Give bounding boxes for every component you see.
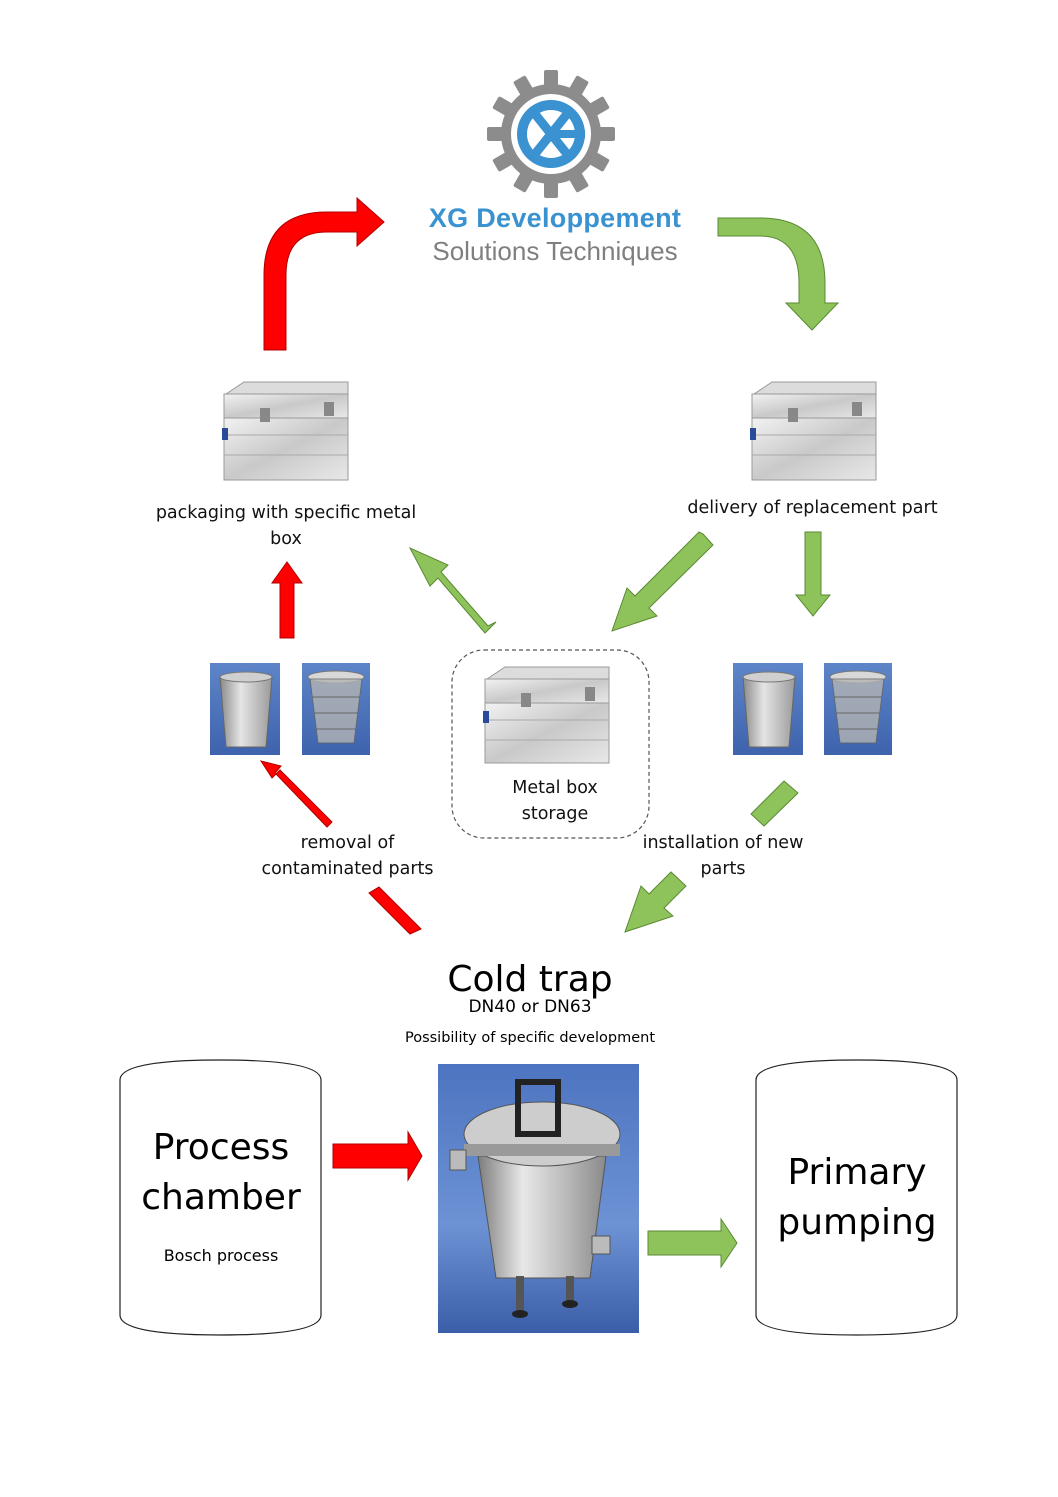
red-arrow-removal-tail	[368, 886, 422, 935]
label-packaging: packaging with specific metal box	[155, 503, 417, 549]
cold-trap-title: Cold trap	[447, 959, 613, 1000]
green-arrow-install-tail	[750, 780, 799, 827]
red-up-arrow	[271, 561, 303, 639]
green-down-arrow	[794, 531, 832, 617]
storage-dashed-box	[451, 649, 650, 839]
primary-pumping-cylinder	[755, 1059, 958, 1336]
metal-box-image	[750, 381, 877, 481]
brand-name: XG Developpement	[428, 203, 682, 233]
cold-trap-basket-image	[302, 663, 370, 755]
process-chamber-cylinder	[119, 1059, 322, 1336]
label-removal: removal of contaminated parts	[261, 833, 434, 879]
cold-trap-note: Possibility of specific development	[404, 1030, 656, 1046]
green-arrow-to-packaging	[408, 546, 497, 634]
label-storage: Metal box storage	[512, 778, 598, 824]
metal-box-image	[222, 381, 349, 481]
red-curved-arrow	[263, 196, 385, 351]
green-arrow-install-head	[624, 871, 687, 933]
cold-trap-photo	[438, 1064, 639, 1333]
brand-tagline: Solutions Techniques	[432, 236, 678, 266]
process-chamber-title: Process chamber	[141, 1127, 301, 1218]
green-arrow-to-pumping	[647, 1217, 738, 1269]
label-installation: installation of new parts	[642, 833, 804, 879]
red-arrow-to-cold-trap	[332, 1130, 423, 1182]
green-curved-arrow	[717, 217, 840, 331]
label-delivery: delivery of replacement part	[687, 498, 938, 518]
process-chamber-subtitle: Bosch process	[163, 1246, 279, 1265]
cold-trap-liner-image	[210, 663, 280, 755]
metal-box-image	[483, 666, 610, 764]
cold-trap-liner-image	[733, 663, 803, 755]
cold-trap-basket-image	[824, 663, 892, 755]
green-arrow-to-storage	[611, 531, 714, 632]
cold-trap-size: DN40 or DN63	[468, 997, 592, 1017]
gear-logo-icon	[487, 70, 615, 198]
primary-pumping-title: Primary pumping	[777, 1152, 937, 1243]
red-arrow-removal-head	[259, 760, 333, 828]
